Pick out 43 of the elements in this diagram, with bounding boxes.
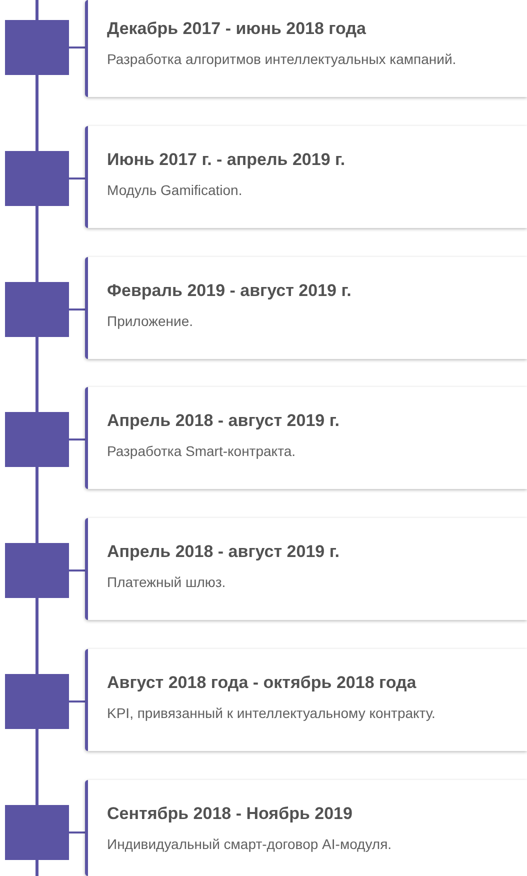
period-title: Сентябрь 2018 - Ноябрь 2019: [107, 803, 352, 825]
timeline-card: [85, 649, 527, 751]
connector-line: [69, 438, 85, 440]
timeline-card: [85, 780, 527, 876]
timeline-line: [36, 337, 38, 412]
project-description: KPI, привязанный к интеллектуальному контракту.: [107, 704, 436, 723]
timeline-marker: [5, 543, 69, 598]
project-description: Платежный шлюз.: [107, 573, 226, 592]
project-description: Модуль Gamification.: [107, 181, 242, 200]
period-title: Апрель 2018 - август 2019 г.: [107, 541, 340, 563]
connector-line: [69, 832, 85, 834]
period-title: Июнь 2017 г. - апрель 2019 г.: [107, 149, 346, 171]
timeline-card: [85, 257, 527, 359]
period-title: Декабрь 2017 - июнь 2018 года: [107, 18, 366, 40]
timeline-marker: [5, 282, 69, 337]
timeline-card: [85, 126, 527, 228]
project-description: Индивидуальный смарт-договор AI-модуля.: [107, 835, 392, 854]
timeline-marker: [5, 20, 69, 75]
connector-line: [69, 46, 85, 48]
timeline-line: [36, 206, 38, 282]
timeline-marker: [5, 805, 69, 860]
connector-line: [69, 178, 85, 180]
timeline-card: [85, 518, 527, 620]
timeline-marker: [5, 151, 69, 206]
period-title: Август 2018 года - октябрь 2018 года: [107, 672, 416, 694]
project-description: Разработка алгоритмов интеллектуальных кампаний.: [107, 50, 456, 69]
connector-line: [69, 700, 85, 702]
timeline-line: [36, 860, 38, 876]
timeline-card: [85, 0, 527, 97]
timeline-line: [36, 598, 38, 674]
timeline-line: [36, 75, 38, 151]
connector-line: [69, 308, 85, 310]
period-title: Апрель 2018 - август 2019 г.: [107, 410, 340, 432]
project-description: Разработка Smart-контракта.: [107, 442, 296, 461]
timeline-line: [36, 0, 38, 20]
timeline-line: [36, 729, 38, 805]
project-description: Приложение.: [107, 312, 194, 331]
timeline-card: [85, 387, 527, 489]
timeline-line: [36, 467, 38, 543]
timeline-marker: [5, 412, 69, 467]
timeline-marker: [5, 674, 69, 729]
period-title: Февраль 2019 - август 2019 г.: [107, 280, 352, 302]
connector-line: [69, 570, 85, 572]
